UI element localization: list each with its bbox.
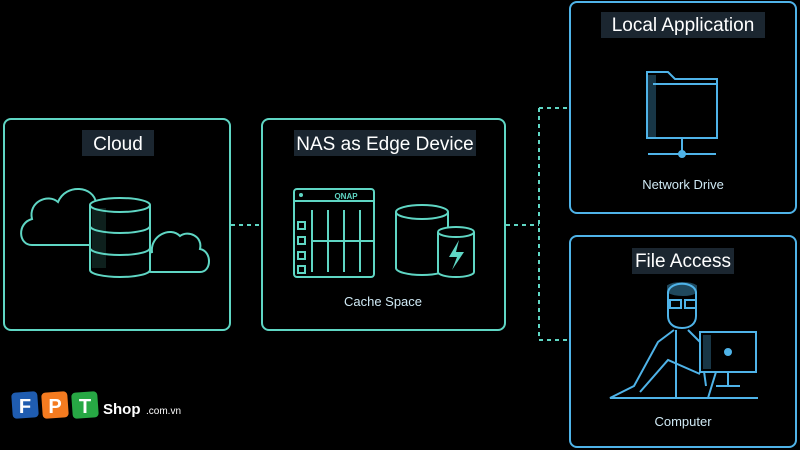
local-app-title-band — [601, 12, 765, 38]
connectors — [231, 107, 569, 341]
cache-drive-icon — [395, 204, 475, 278]
network-folder-icon — [646, 71, 718, 158]
fpt-logo-letter-p: P — [48, 396, 61, 418]
fpt-shop-watermark: F P T Shop .com.vn — [11, 391, 181, 419]
nas-brand-label: QNAP — [334, 192, 358, 201]
file-access-box: File Access Computer — [569, 235, 797, 448]
fpt-logo-letter-f: F — [19, 396, 31, 418]
local-app-caption: Network Drive — [642, 177, 724, 192]
file-access-title-band — [632, 248, 734, 274]
person-at-computer-icon — [609, 282, 758, 399]
local-app-title: Local Application — [612, 15, 755, 36]
shop-domain: .com.vn — [146, 406, 181, 417]
cloud-title: Cloud — [93, 134, 143, 155]
nas-title: NAS as Edge Device — [296, 134, 473, 155]
local-app-box: Local Application Network Drive — [569, 1, 797, 214]
nas-caption: Cache Space — [344, 294, 422, 309]
lightning-icon — [449, 240, 464, 270]
shop-wordmark: Shop — [103, 401, 141, 418]
file-access-caption: Computer — [654, 414, 712, 429]
fpt-logo-letter-t: T — [79, 396, 91, 418]
nas-title-band — [294, 130, 476, 156]
cloud-database-icon — [20, 188, 210, 278]
nas-device-icon: QNAP — [293, 188, 375, 278]
cloud-box: Cloud — [3, 118, 231, 331]
file-access-title: File Access — [635, 251, 731, 272]
fpt-logo: F P T — [11, 391, 99, 419]
nas-box: NAS as Edge Device QNAP Cache Space — [261, 118, 506, 331]
cloud-title-band — [82, 130, 154, 156]
